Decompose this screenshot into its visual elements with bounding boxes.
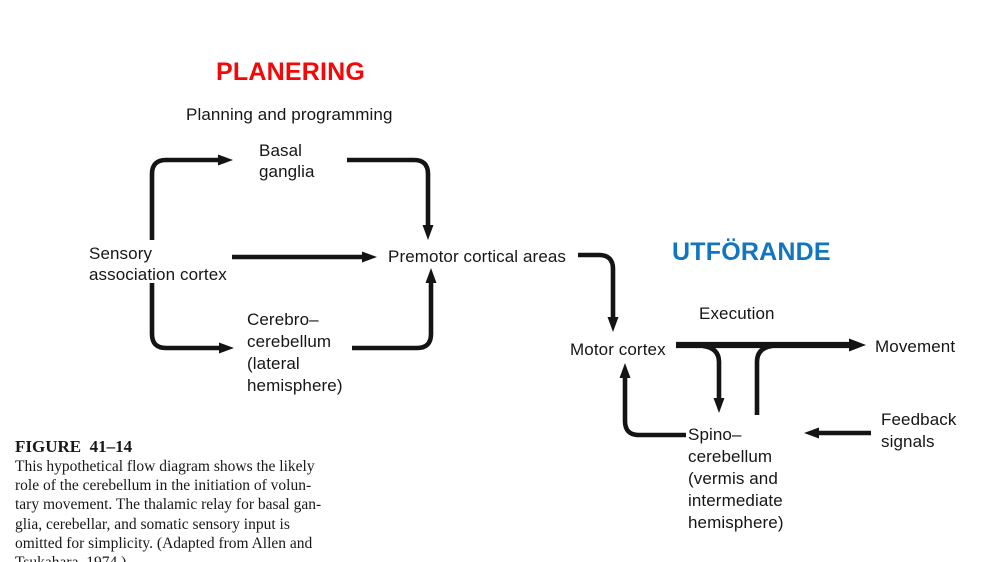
arrowhead-feedback-to-spino xyxy=(804,427,819,439)
label-planning-and-programming: Planning and programming xyxy=(186,105,393,124)
figure-caption-line: This hypothetical flow diagram shows the… xyxy=(15,458,315,475)
arrowhead-motor-to-movement xyxy=(849,338,866,352)
node-premotor-cortical-areas: Premotor cortical areas xyxy=(388,247,567,266)
figure-caption-line: glia, cerebellar, and somatic sensory in… xyxy=(15,515,290,533)
node-motor-cortex: Motor cortex xyxy=(570,340,666,359)
arrow-sensory-to-basal xyxy=(149,157,219,240)
arrow-sensory-to-cerebro xyxy=(149,283,220,351)
arrowhead-sensory-to-premotor xyxy=(362,251,377,263)
arrowhead-spino-to-motor xyxy=(619,363,631,378)
figure-caption: FIGURE 41–14 This hypothetical flow diag… xyxy=(15,437,375,562)
arrowhead-cerebro-to-premotor xyxy=(425,268,437,283)
node-spino-cerebellum: Spino– cerebellum (vermis and intermedia… xyxy=(688,425,784,532)
figure-caption-line: role of the cerebellum in the initiation… xyxy=(15,477,312,495)
arrowhead-sensory-to-basal xyxy=(218,154,233,166)
node-cerebro-cerebellum: Cerebro– cerebellum (lateral hemisphere) xyxy=(247,310,343,395)
arrow-cerebro-to-premotor xyxy=(352,282,434,351)
arrowhead-premotor-to-motor xyxy=(607,317,619,332)
figure-caption-line: tary movement. The thalamic relay for ba… xyxy=(15,496,322,514)
figure-caption-line: omitted for simplicity. (Adapted from Al… xyxy=(15,534,313,552)
arrowhead-sensory-to-cerebro xyxy=(219,342,234,354)
arrow-premotor-to-motor xyxy=(578,252,616,318)
node-basal-ganglia: Basal ganglia xyxy=(259,141,315,181)
arrowhead-motor-to-spino xyxy=(713,398,725,413)
arrowhead-basal-to-premotor xyxy=(422,225,434,240)
node-movement: Movement xyxy=(875,337,956,356)
line-motor-descending-branch xyxy=(754,343,773,415)
heading-utforande: UTFÖRANDE xyxy=(672,238,831,266)
figure-caption-title: FIGURE 41–14 xyxy=(15,437,133,456)
node-feedback-signals: Feedback signals xyxy=(881,410,957,451)
figure-caption-line: Tsukahara, 1974.) xyxy=(15,553,375,562)
node-sensory-association-cortex: Sensory association cortex xyxy=(89,244,227,284)
arrow-spino-to-motor xyxy=(622,377,686,438)
heading-planering: PLANERING xyxy=(216,58,366,86)
arrow-basal-to-premotor xyxy=(347,157,431,226)
arrow-motor-to-spino xyxy=(702,343,722,399)
label-execution: Execution xyxy=(699,304,775,323)
